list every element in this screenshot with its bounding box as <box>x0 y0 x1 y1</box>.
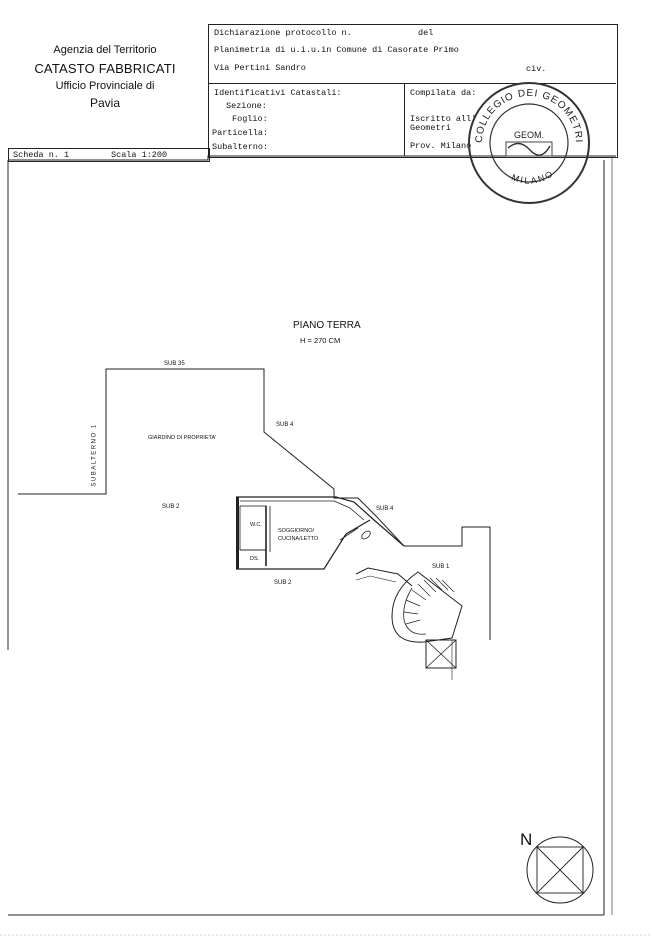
foglio-label: Foglio: <box>232 114 268 124</box>
catasto-title: CATASTO FABBRICATI <box>34 61 176 76</box>
identifiers-title: Identificativi Catastali: <box>214 88 342 98</box>
agency-name: Agenzia del Territorio <box>53 44 157 56</box>
sezione-label: Sezione: <box>226 101 267 111</box>
geometri-label: Geometri <box>410 123 451 133</box>
wc-label: W.C. <box>250 522 262 528</box>
header-vdivider <box>404 83 405 156</box>
sub35-label: SUB 35 <box>164 361 185 367</box>
living-label-1: SOGGIORNO/ <box>278 528 315 534</box>
sub1-label: SUB 1 <box>432 564 450 570</box>
subalterno1-label: SUBALTERNO 1 <box>91 423 98 487</box>
subalterno-label: Subalterno: <box>212 142 269 152</box>
protocol-del: del <box>418 28 434 38</box>
stamp-center: GEOM. <box>514 130 544 140</box>
header-box <box>208 24 618 158</box>
civ-label: civ. <box>526 64 547 74</box>
geometri-stamp: COLLEGIO DEI GEOMETRI DELLA PROVINCIA MI… <box>464 78 590 204</box>
apartment-inner <box>240 500 365 521</box>
ds-label: DS. <box>250 556 260 562</box>
address-line: Via Pertini Sandro <box>214 63 306 73</box>
sub2-label-b: SUB 2 <box>274 580 292 586</box>
stair-symbol <box>391 571 463 643</box>
garden-label: GIARDINO DI PROPRIETA' <box>148 435 217 441</box>
sub4-label-a: SUB 4 <box>276 422 294 428</box>
stamp-ring-bottom: MILANO <box>510 168 554 186</box>
planimetria-line: Planimetria di u.i.u.in Comune di Casora… <box>214 45 459 55</box>
apartment-outline <box>236 497 239 569</box>
scala-label: Scala 1:200 <box>111 150 168 160</box>
protocol-label: Dichiarazione protocollo n. <box>214 28 352 38</box>
scheda-label: Scheda n. 1 <box>13 150 70 160</box>
svg-text:MILANO: MILANO <box>510 168 556 186</box>
apartment-lower <box>236 519 371 570</box>
prov-label: Prov. Milano <box>410 141 472 151</box>
sheet-row <box>8 148 210 162</box>
apartment-wall <box>236 496 405 547</box>
province-name: Pavia <box>89 96 121 110</box>
north-arrow <box>526 836 594 904</box>
wc-room <box>239 505 267 551</box>
north-label: N <box>520 830 533 849</box>
sub2-label-a: SUB 2 <box>162 504 180 510</box>
garden-outline <box>18 368 491 640</box>
office-name: Ufficio Provinciale di <box>55 80 155 92</box>
particella-label: Particella: <box>212 128 269 138</box>
height-label: H = 270 CM <box>300 336 341 345</box>
sub4-label-b: SUB 4 <box>376 506 394 512</box>
compiled-title: Compilata da: <box>410 88 477 98</box>
iscritto-label: Iscritto all' <box>410 114 477 124</box>
living-label-2: CUCINA/LETTO <box>278 536 319 542</box>
floor-label: PIANO TERRA <box>293 320 361 331</box>
header-divider <box>208 83 616 84</box>
